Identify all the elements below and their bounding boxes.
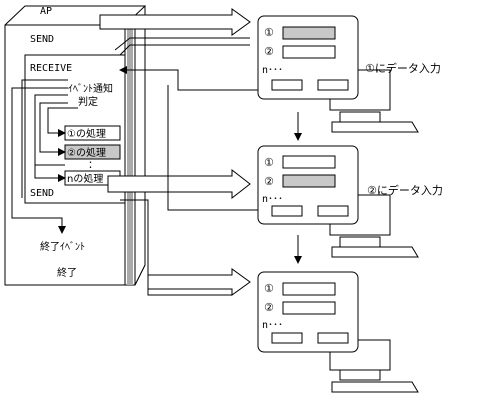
- terminal-2-field-2-label: ②: [264, 175, 274, 188]
- terminal-1-key-right: [317, 79, 349, 91]
- terminal-3-key-left: [271, 332, 303, 344]
- terminal-2-key-left: [271, 205, 303, 217]
- send-arrow-1: [99, 8, 251, 36]
- terminal-1-field-2-label: ②: [264, 45, 274, 58]
- terminal-2-field-1: [282, 155, 336, 169]
- ap-label: AP: [40, 6, 52, 17]
- send-top-label: SEND: [30, 34, 54, 45]
- connectors: [114, 37, 302, 296]
- terminal-2-caption: ②にデータ入力: [367, 183, 443, 197]
- terminal-2-more: n･･･: [262, 194, 283, 205]
- terminal-3: ① ② n･･･: [257, 271, 419, 393]
- terminal-3-field-2: [282, 301, 336, 315]
- event-judge-line1: ｲﾍﾞﾝﾄ通知: [68, 82, 113, 95]
- terminal-3-key-right: [317, 332, 349, 344]
- process-2-label: ②の処理: [67, 146, 106, 159]
- terminal-3-field-2-label: ②: [264, 301, 274, 314]
- event-judge-line2: 判定: [78, 95, 98, 108]
- terminal-3-field-1: [282, 282, 336, 296]
- terminal-2-key-right: [317, 205, 349, 217]
- terminal-1-caption: ①にデータ入力: [365, 61, 441, 75]
- send-arrow-2: [107, 168, 251, 200]
- terminal-1: ① ② n･･･: [257, 15, 419, 133]
- process-n-label: nの処理: [67, 172, 103, 185]
- terminal-2-field-2: [282, 174, 336, 188]
- terminal-1-field-1: [282, 26, 336, 40]
- receive-label: RECEIVE: [30, 63, 72, 74]
- end-label: 終了: [57, 266, 77, 279]
- terminal-1-field-1-label: ①: [264, 26, 274, 39]
- terminal-1-key-left: [271, 79, 303, 91]
- send-bottom-label: SEND: [30, 188, 54, 199]
- terminal-2: ① ② n･･･: [257, 145, 419, 258]
- terminal-1-more: n･･･: [262, 65, 283, 76]
- process-ellipsis: ：: [88, 160, 98, 171]
- terminal-2-field-1-label: ①: [264, 156, 274, 169]
- terminal-1-field-2: [282, 45, 336, 59]
- send-arrow-3: [147, 268, 251, 296]
- end-event-label: 終了ｲﾍﾞﾝﾄ: [40, 240, 85, 253]
- internal-flow-lines: [11, 79, 78, 234]
- process-1-label: ①の処理: [67, 127, 106, 140]
- terminal-3-more: n･･･: [262, 320, 283, 331]
- terminal-3-field-1-label: ①: [264, 282, 274, 295]
